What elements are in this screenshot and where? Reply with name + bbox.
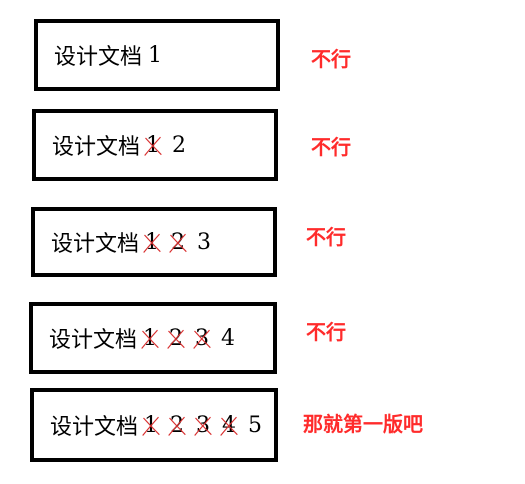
version-number-struck: 1 [142, 413, 160, 438]
version-number-struck: 2 [167, 326, 185, 351]
version-number-struck: 3 [194, 413, 212, 438]
version-digit: 1 [146, 132, 161, 158]
version-number: 5 [248, 412, 263, 438]
document-label-3: 设计文档 1 2 3 [51, 226, 221, 258]
version-digit: 3 [195, 325, 210, 351]
version-number-struck: 1 [144, 133, 162, 158]
version-number-struck: 1 [143, 230, 161, 255]
version-digit: 2 [170, 412, 185, 438]
document-label-4: 设计文档 1 2 3 [49, 322, 245, 354]
document-box-3: 设计文档 1 2 3 [31, 207, 277, 277]
version-digit: 2 [169, 325, 184, 351]
version-number-struck: 2 [169, 230, 187, 255]
version-digit: 2 [171, 229, 186, 255]
verdict-text-2: 不行 [311, 135, 351, 159]
document-label-5: 设计文档 1 2 3 [50, 409, 272, 441]
version-digit: 3 [196, 412, 211, 438]
document-prefix: 设计文档 [52, 135, 141, 160]
document-prefix: 设计文档 [50, 415, 139, 440]
version-number-struck: 4 [220, 413, 238, 438]
verdict-text-5: 那就第一版吧 [303, 412, 423, 436]
document-box-4: 设计文档 1 2 3 [29, 302, 277, 374]
version-digit: 1 [145, 229, 160, 255]
verdict-text-1: 不行 [311, 47, 351, 71]
version-digit: 4 [222, 412, 237, 438]
verdict-text-3: 不行 [306, 225, 346, 249]
document-box-2: 设计文档 1 2 [32, 109, 278, 181]
document-prefix: 设计文档 [49, 328, 138, 353]
version-number: 4 [221, 325, 236, 351]
version-number: 3 [197, 229, 212, 255]
version-number-struck: 2 [168, 413, 186, 438]
document-box-1: 设计文档 1 [34, 19, 280, 91]
document-box-5: 设计文档 1 2 3 [30, 388, 278, 462]
document-label-2: 设计文档 1 2 [52, 129, 196, 161]
document-prefix: 设计文档 [54, 45, 143, 70]
document-label-1: 设计文档 1 [54, 39, 172, 71]
version-number: 1 [148, 42, 163, 68]
version-number-struck: 3 [193, 326, 211, 351]
version-number: 2 [172, 132, 187, 158]
document-prefix: 设计文档 [51, 232, 140, 257]
version-digit: 1 [144, 412, 159, 438]
version-number-struck: 1 [141, 326, 159, 351]
version-digit: 1 [143, 325, 158, 351]
verdict-text-4: 不行 [306, 320, 346, 344]
